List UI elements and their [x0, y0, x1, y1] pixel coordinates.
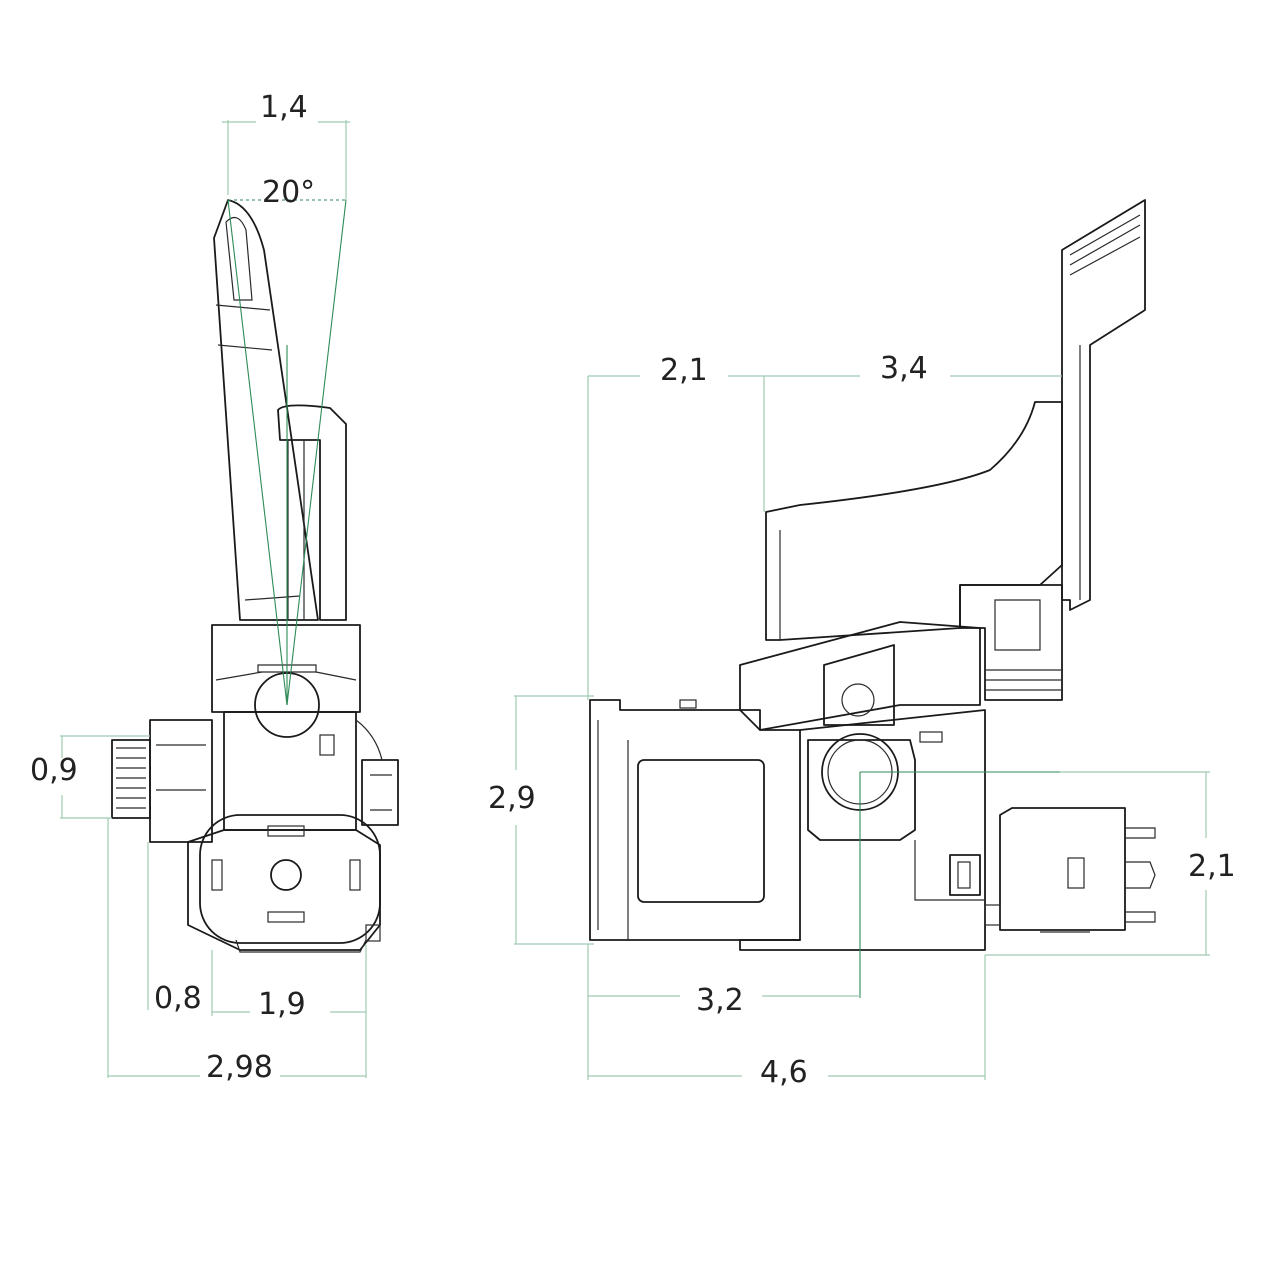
terminal-right: [349, 859, 361, 891]
terminal-bottom: [267, 911, 305, 923]
rear-housing: [277, 404, 347, 621]
dim-angle: 20°: [262, 175, 315, 210]
terminal-top: [267, 825, 305, 837]
connector-plate: [199, 814, 381, 944]
slider: [823, 644, 895, 726]
trigger-lever: [213, 199, 319, 621]
dim-top-right: 3,4: [880, 351, 928, 386]
main-block: [223, 711, 357, 831]
dim-bottom-width: 1,9: [258, 987, 306, 1022]
front-view: 1,4 20° 0,9 0,8 1,9 2,98: [30, 90, 399, 1085]
trigger-body: [765, 401, 1063, 641]
dim-bottom-offset: 0,8: [154, 981, 202, 1016]
mechanism-housing: [959, 584, 1063, 701]
rotor-housing: [807, 739, 916, 841]
side-clip: [361, 759, 399, 826]
dim-connector-height: 2,1: [1188, 849, 1236, 884]
housing-window: [637, 759, 765, 903]
side-dimensions: [514, 375, 1210, 1080]
upper-body: [211, 624, 361, 713]
dim-total-length: 4,6: [760, 1055, 808, 1090]
dim-body-height: 2,9: [488, 781, 536, 816]
actuator-block: [739, 621, 981, 731]
shaft-housing: [149, 719, 213, 843]
lever-axis: [227, 199, 288, 706]
side-view: 2,1 3,4 2,9 2,1 3,2 4,6: [488, 199, 1236, 1090]
trigger-paddle: [1061, 199, 1146, 611]
main-housing: [589, 699, 801, 941]
dim-top-width: 1,4: [260, 90, 308, 125]
side-connector: [984, 807, 1156, 933]
center-hole: [270, 859, 302, 891]
knurled-wheel: [111, 739, 151, 819]
dim-center-offset: 3,2: [696, 983, 744, 1018]
dim-total-width: 2,98: [206, 1050, 273, 1085]
dim-shaft-height: 0,9: [30, 753, 78, 788]
dim-top-left: 2,1: [660, 353, 708, 388]
terminal-left: [211, 859, 223, 891]
front-dimensions: [60, 120, 367, 1078]
